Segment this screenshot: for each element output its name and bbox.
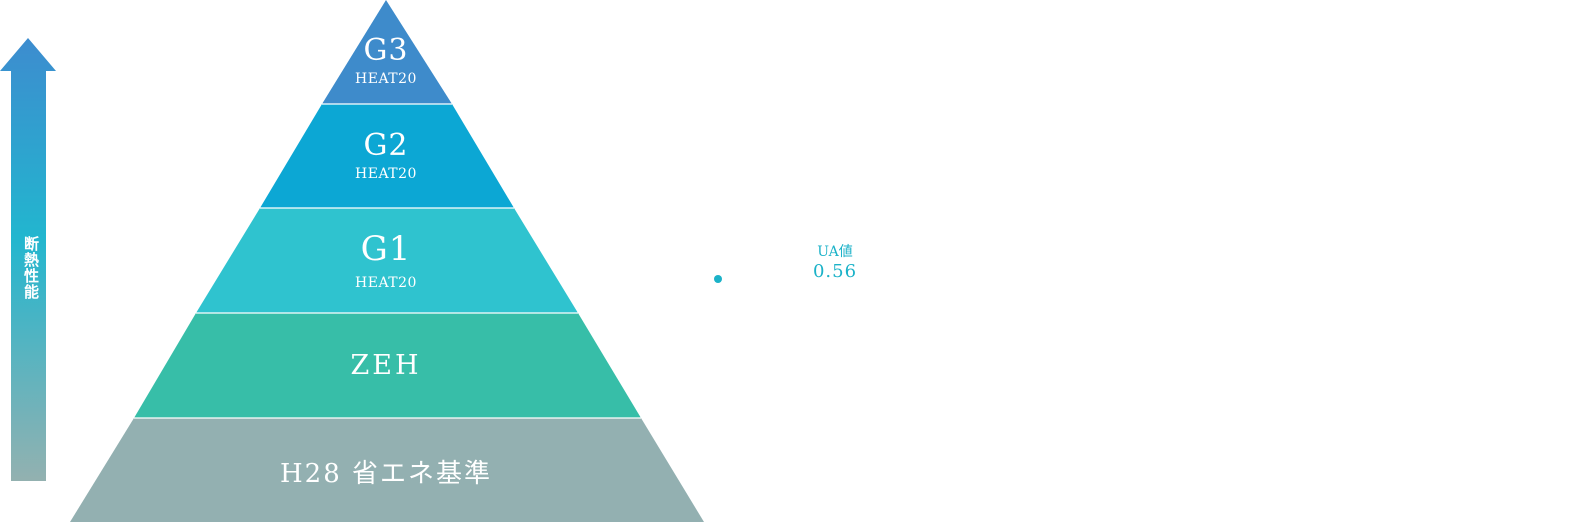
tier-g2-subtitle: HEAT20 xyxy=(355,166,417,182)
ua-marker-dot xyxy=(714,275,722,283)
tier-g1-subtitle: HEAT20 xyxy=(355,275,417,291)
performance-arrow-icon xyxy=(0,38,56,481)
tier-g1-title: G1 xyxy=(360,229,412,269)
tier-g2-title: G2 xyxy=(363,128,409,163)
tier-zeh-band xyxy=(134,313,641,418)
tier-g3-subtitle: HEAT20 xyxy=(355,71,417,87)
tier-h28-band xyxy=(70,418,704,522)
tier-g2-band xyxy=(260,104,514,208)
ua-label: UA値 xyxy=(817,244,853,260)
tier-h28-title: H28 省エネ基準 xyxy=(279,459,493,489)
tier-zeh-title: ZEH xyxy=(350,350,422,381)
tier-g3-title: G3 xyxy=(363,33,409,68)
tier-separators xyxy=(134,103,641,419)
ua-value: 0.56 xyxy=(812,261,858,282)
tier-g3-band xyxy=(322,0,452,104)
performance-axis-label: 断熱性能 xyxy=(22,236,40,300)
tier-g1-band xyxy=(196,208,578,313)
